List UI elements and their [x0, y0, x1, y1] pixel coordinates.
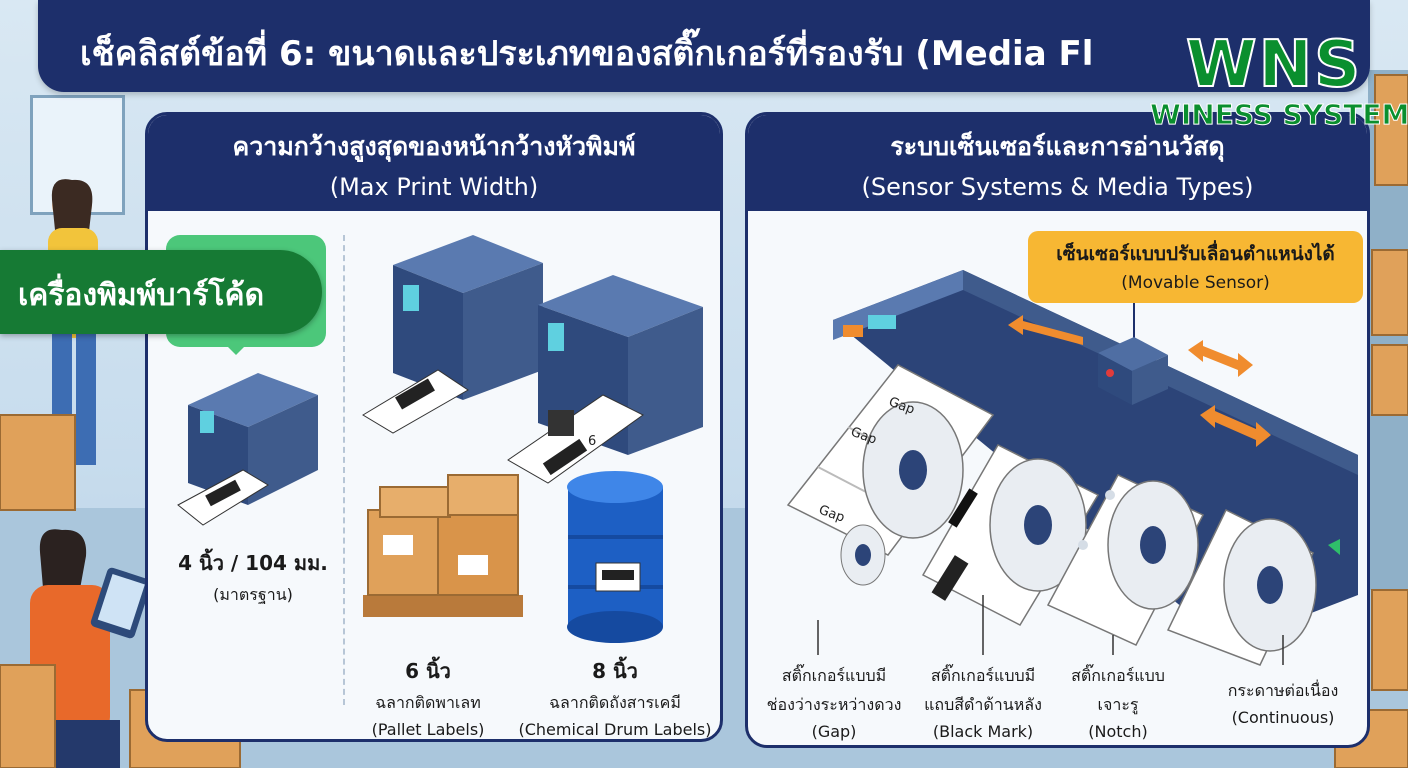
continuous-media-roll-icon — [1166, 508, 1317, 666]
media-type-black-mark-en: (Black Mark) — [932, 722, 1034, 741]
movable-sensor-icon — [1098, 303, 1168, 405]
sensor-move-arrows-icon — [1008, 315, 1271, 447]
width-4-inch-size: 4 นิ้ว / 104 มม. — [178, 551, 328, 575]
media-type-notch-line1: สติ๊กเกอร์แบบ — [1071, 666, 1165, 685]
width-6-inch-desc: ฉลากติดพาเลท — [375, 693, 481, 712]
width-4-inch-desc: (มาตรฐาน) — [213, 585, 293, 604]
sensor-systems-title-th: ระบบเซ็นเซอร์และการอ่านวัสดุ — [890, 132, 1225, 161]
label-number-text: 6 — [588, 434, 596, 449]
gap-media-roll-icon: Gap Gap Gap — [786, 364, 995, 586]
sensor-systems-title-en: (Sensor Systems & Media Types) — [861, 173, 1254, 201]
width-6-inch-desc-en: (Pallet Labels) — [371, 720, 485, 739]
black-mark-media-roll-icon — [921, 444, 1100, 626]
printer-4-inch-icon — [177, 373, 318, 526]
cardboard-boxes-right — [1334, 74, 1408, 768]
media-type-notch-en: (Notch) — [1088, 722, 1148, 741]
media-type-continuous-en: (Continuous) — [1231, 708, 1335, 727]
media-type-notch: สติ๊กเกอร์แบบ เจาะรู (Notch) — [1058, 660, 1178, 741]
width-6-inch-caption: 6 นิ้ว ฉลากติดพาเลท (Pallet Labels) — [348, 655, 508, 739]
pallet-boxes-icon — [363, 474, 523, 617]
sensor-systems-panel: ระบบเซ็นเซอร์และการอ่านวัสดุ (Sensor Sys… — [745, 112, 1370, 748]
notch-media-roll-icon — [1046, 474, 1205, 646]
wns-logo-tagline: WINESS SYSTEM — [1149, 98, 1408, 132]
media-type-black-mark-line2: แถบสีดำด้านหลัง — [924, 695, 1042, 714]
printer-6-inch-icon — [362, 235, 543, 434]
media-type-notch-line2: เจาะรู — [1097, 695, 1139, 714]
max-print-width-title-th: ความกว้างสูงสุดของหน้ากว้างหัวพิมพ์ — [232, 132, 636, 161]
movable-sensor-title-th: เซ็นเซอร์แบบปรับเลื่อนตำแหน่งได้ — [1056, 243, 1335, 265]
media-type-black-mark: สติ๊กเกอร์แบบมี แถบสีดำด้านหลัง (Black M… — [913, 660, 1053, 741]
width-6-inch-size: 6 นิ้ว — [405, 659, 451, 683]
max-print-width-title-en: (Max Print Width) — [329, 173, 539, 201]
width-8-inch-caption: 8 นิ้ว ฉลากติดถังสารเคมี (Chemical Drum … — [510, 655, 720, 739]
title-bar: เช็คลิสต์ข้อที่ 6: ขนาดและประเภทของสติ๊ก… — [38, 0, 1370, 92]
sensor-systems-header: ระบบเซ็นเซอร์และการอ่านวัสดุ (Sensor Sys… — [748, 115, 1367, 211]
chemical-drum-icon — [567, 471, 663, 643]
media-type-continuous-line1: กระดาษต่อเนื่อง — [1227, 681, 1339, 700]
media-type-gap-en: (Gap) — [811, 722, 857, 741]
wns-logo-brand: WNS — [1185, 27, 1363, 103]
max-print-width-panel: ความกว้างสูงสุดของหน้ากว้างหัวพิมพ์ (Max… — [145, 112, 723, 742]
media-type-continuous: กระดาษต่อเนื่อง (Continuous) — [1208, 675, 1358, 727]
barcode-printer-banner-text: เครื่องพิมพ์บาร์โค้ด — [18, 278, 265, 313]
barcode-printer-banner: เครื่องพิมพ์บาร์โค้ด — [0, 250, 322, 334]
media-type-gap-line1: สติ๊กเกอร์แบบมี — [781, 666, 887, 685]
panel-divider — [343, 235, 345, 705]
media-type-gap: สติ๊กเกอร์แบบมี ช่องว่างระหว่างดวง (Gap) — [754, 660, 914, 741]
max-print-width-header: ความกว้างสูงสุดของหน้ากว้างหัวพิมพ์ (Max… — [148, 115, 720, 211]
width-8-inch-desc: ฉลากติดถังสารเคมี — [549, 693, 681, 712]
media-type-gap-line2: ช่องว่างระหว่างดวง — [766, 695, 902, 714]
wns-logo: WNS WINESS SYSTEM — [1149, 27, 1408, 138]
page-title: เช็คลิสต์ข้อที่ 6: ขนาดและประเภทของสติ๊ก… — [80, 34, 1094, 74]
media-type-black-mark-line1: สติ๊กเกอร์แบบมี — [930, 666, 1036, 685]
media-pointer-lines — [817, 595, 1284, 665]
width-8-inch-desc-en: (Chemical Drum Labels) — [518, 720, 712, 739]
sensor-media-illustration: Gap Gap Gap — [786, 270, 1358, 666]
movable-sensor-title-en: (Movable Sensor) — [1121, 273, 1270, 293]
width-8-inch-size: 8 นิ้ว — [592, 659, 638, 683]
width-4-inch-caption: 4 นิ้ว / 104 มม. (มาตรฐาน) — [168, 547, 338, 608]
printer-8-inch-icon: 6 — [507, 275, 703, 484]
printer-illustrations: 6 — [177, 235, 703, 643]
movable-sensor-callout: เซ็นเซอร์แบบปรับเลื่อนตำแหน่งได้ (Movabl… — [1028, 231, 1363, 303]
